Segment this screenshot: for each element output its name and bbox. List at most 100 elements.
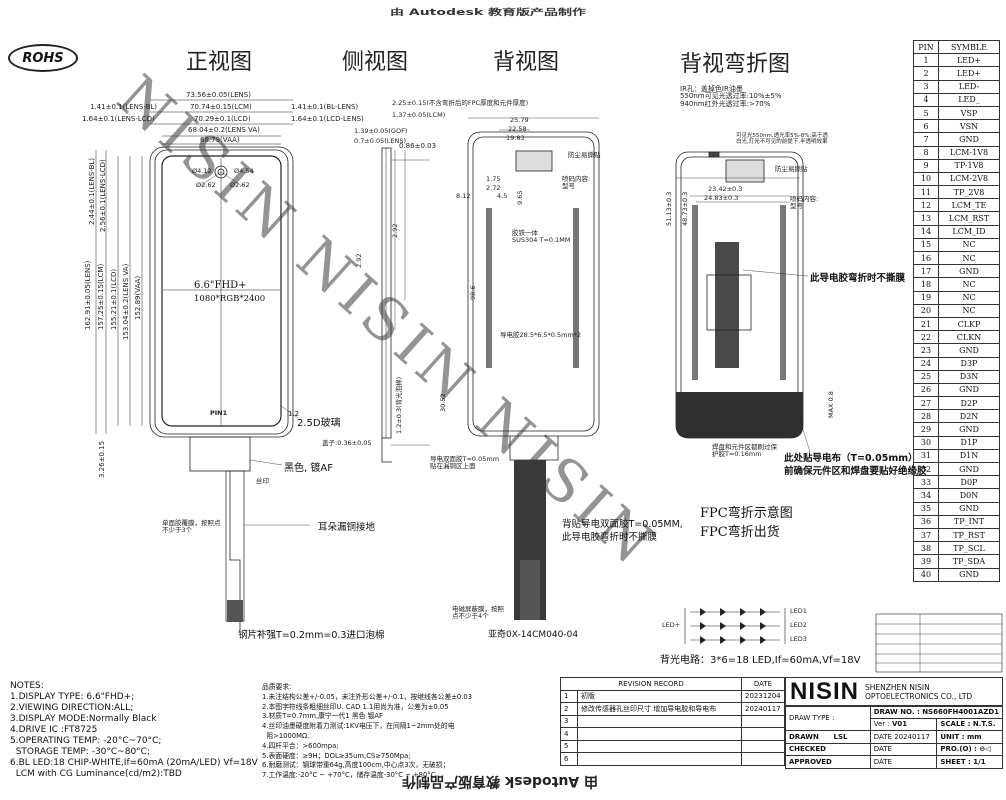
pin-symbol: D3P <box>938 356 1000 371</box>
pin-symbol: LED+ <box>938 53 1000 68</box>
revision-date <box>741 752 785 766</box>
back-part-number: 亚奇0X-14CM040-04 <box>488 630 579 640</box>
back-dim-19-83: 19.83 <box>506 134 525 142</box>
back-dim-30-52: 30.52 <box>439 393 447 412</box>
front-side-note: 单面胶覆膜，按照点不少于3个 <box>162 519 221 534</box>
pin-symbol: GND <box>938 567 1000 582</box>
draw-type-label: DRAW TYPE : <box>785 705 871 731</box>
pin-symbol: D1P <box>938 435 1000 450</box>
pin-number: 36 <box>913 514 939 529</box>
note-line: STORAGE TEMP: -30°C~80°C; <box>10 747 150 757</box>
pin-header: PIN <box>913 39 939 55</box>
pin-number: 2 <box>913 66 939 81</box>
pin-symbol: D3N <box>938 369 1000 384</box>
pin-number: 30 <box>913 435 939 450</box>
front-dim-vaa: 68.79(VAA) <box>200 136 240 144</box>
pin-number: 31 <box>913 448 939 464</box>
revision-text: 初版 <box>577 689 742 703</box>
front-dim-lcd-width: 70.29±0.1(LCD) <box>194 115 251 123</box>
revision-text: 修改传感器孔丝印尺寸 增加导电胶和导电布 <box>577 702 742 716</box>
draw-info-table: DRAW TYPE : DRAW NO. : NS660FH4001AZD1 V… <box>785 705 1004 769</box>
pin-symbol: LED_ <box>938 92 1000 107</box>
pin-symbol: GND <box>938 132 1000 147</box>
back-dim-98-6: 98.6 <box>469 285 477 300</box>
front-ear-note: 耳朵漏铜接地 <box>318 522 376 533</box>
front-dim-lcm-width: 70.74±0.15(LCM) <box>190 103 252 111</box>
front-resolution: 1080*RGB*2400 <box>194 294 266 304</box>
pin-number: 18 <box>913 277 939 292</box>
revision-record-header: REVISION RECORD <box>560 677 742 691</box>
bend-fpc-ship: FPC弯折出货 <box>700 525 780 540</box>
revision-no: 4 <box>560 727 578 741</box>
pin-number: 14 <box>913 224 939 239</box>
side-dim-cover: 盖子:0.36±0.05 <box>322 439 372 447</box>
pin-symbol: LED+ <box>938 66 1000 81</box>
pin-symbol: VSN <box>938 119 1000 134</box>
pin-symbol: TP_RST <box>938 527 1000 543</box>
revision-row: 4 <box>560 727 785 741</box>
pin-number: 4 <box>913 92 939 107</box>
requirement-line: 2.本图字符线条粗细丝印U. CAD 1.1用尚为准，公差为±0.05 <box>262 702 449 711</box>
pin-number: 37 <box>913 527 939 543</box>
front-vdim-lcm: 157.25±0.15(LCM) <box>97 263 105 330</box>
front-vdim-lens-lcd: 2.56±0.1(LENS-LCD) <box>99 159 107 232</box>
front-silk-label: 丝印 <box>256 477 269 485</box>
date-label-1: DATE <box>873 732 892 741</box>
date-label-2: DATE <box>869 742 938 756</box>
back-label-double-tape: 导电双面胶T=0.05mm 贴在漏铜区上面 <box>430 455 500 470</box>
front-dim-lens-width: 73.56±0.05(LENS) <box>186 91 251 99</box>
bend-view-title: 背视弯折图 <box>680 52 791 77</box>
front-vdim-bottom: 3.26±0.15 <box>98 440 106 478</box>
front-dim-lens-va: 68.04±0.2(LENS VA) <box>188 126 260 134</box>
front-dim-lcd-lens-right: 1.64±0.1(LCD-LENS) <box>291 115 364 123</box>
side-dim-gof: 1.39±0.05(GOF) <box>354 127 408 135</box>
drawn-label: DRAWN <box>789 732 819 741</box>
requirement-line: 7.工作温度:-20°C ~ +70°C，储存温度-30°C ~ +80°C <box>262 771 436 780</box>
side-view-title: 侧视图 <box>342 50 409 75</box>
front-pin1-label: PIN1 <box>210 409 228 417</box>
symbol-header: SYMBLE <box>938 39 1000 55</box>
revision-text <box>577 739 742 753</box>
side-dim-292-b: 2.92 <box>391 223 399 238</box>
pin-number: 26 <box>913 382 939 398</box>
requirement-line: 5.表面硬度：≥9H；DOL≥35um,CS≥750Mpa; <box>262 751 411 760</box>
company-logo: NISIN <box>790 678 860 705</box>
pin-symbol: GND <box>938 343 1000 358</box>
pin-number: 7 <box>913 132 939 147</box>
requirement-line: 4.丝印油墨硬度附着力测试:1KV电压下，在间隔1~2mm处的电 <box>262 722 455 731</box>
pin-symbol: TP_SDA <box>938 554 1000 569</box>
unit-label: UNIT : mm <box>936 730 1003 744</box>
revision-no: 1 <box>560 689 578 703</box>
revision-text <box>577 714 742 728</box>
pin-symbol: TP_2V8 <box>938 185 1000 200</box>
front-circle-dim-2: Ø4.54 <box>234 167 254 175</box>
front-vdim-lens-va: 153.04±0.2(LENS VA) <box>122 263 130 340</box>
top-banner: 由 Autodesk 教育版产品制作 <box>390 7 587 18</box>
date-value: 20240117 <box>894 732 930 741</box>
back-outline <box>467 131 600 437</box>
pin-number: 20 <box>913 303 939 318</box>
pin-symbol: NC <box>938 290 1000 305</box>
requirement-line: 3.材质T=0.7mm,康宁一代1 黑色 镀AF <box>262 712 383 721</box>
bend-dim-24-83: 24.83±0.3 <box>704 194 739 202</box>
revision-row: 5 <box>560 739 785 753</box>
side-dim-foam: 1.2±0.3(背光泡棉) <box>395 376 403 434</box>
pin-symbol: TP_INT <box>938 514 1000 529</box>
front-vdim-lens: 162.91±0.05(LENS) <box>84 260 92 330</box>
pin-symbol: D0N <box>938 488 1000 503</box>
pin-number: 11 <box>913 185 939 200</box>
pin-symbol: VSP <box>938 105 1000 121</box>
